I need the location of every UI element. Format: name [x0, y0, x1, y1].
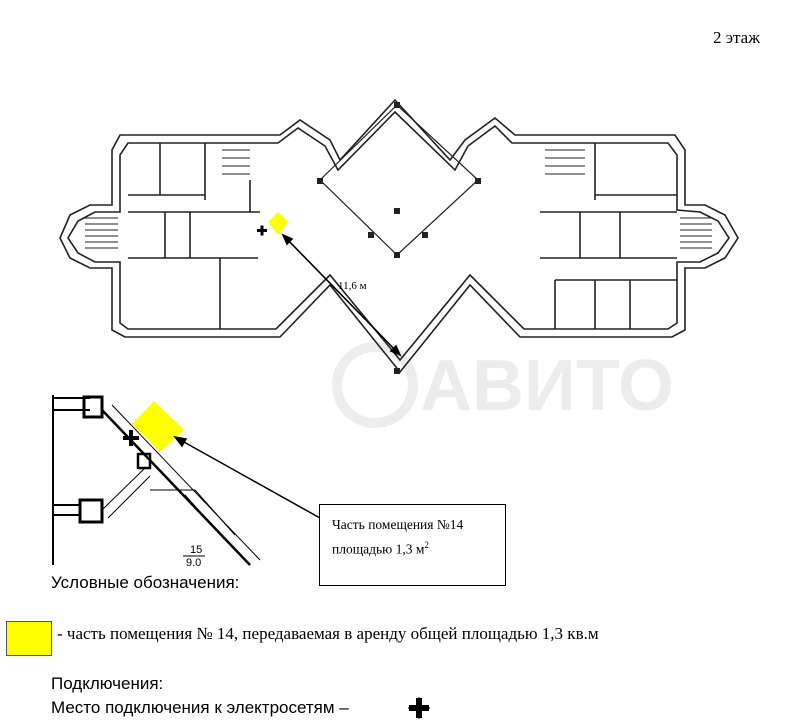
columns [317, 102, 481, 374]
building-outline [59, 98, 739, 374]
connections-title: Подключения: [51, 674, 164, 693]
inset-room-area: 9.0 [186, 557, 201, 569]
svg-text:АВИТО: АВИТО [420, 346, 674, 426]
callout-superscript: 2 [424, 540, 429, 550]
callout-box: Часть помещения №14 площадью 1,3 м2 [319, 504, 506, 586]
floor-label: 2 этаж [713, 28, 760, 47]
connections-text: Место подключения к электросетям – [51, 698, 349, 717]
dimension-label: 11,6 м [338, 280, 367, 292]
leased-area-inset [132, 401, 184, 452]
callout-line2: площадью 1,3 м [332, 541, 425, 557]
legend-swatch [6, 621, 52, 656]
legend-item-text: - часть помещения № 14, передаваемая в а… [57, 624, 599, 643]
legend-title: Условные обозначения: [51, 573, 240, 592]
power-connection-cross-icon-plan [257, 225, 267, 236]
callout-arrow [173, 435, 321, 519]
power-connection-cross-icon-inset [123, 430, 139, 446]
inset-room-number: 15 [190, 544, 202, 556]
leased-area-marker [268, 212, 288, 235]
watermark-logo: АВИТО [332, 342, 674, 428]
callout-line2-wrap: площадью 1,3 м2 [332, 535, 497, 560]
inset-detail [52, 395, 261, 566]
power-connection-cross-icon [408, 697, 430, 719]
dimension-line [281, 233, 402, 357]
callout-line1: Часть помещения №14 [332, 517, 464, 532]
